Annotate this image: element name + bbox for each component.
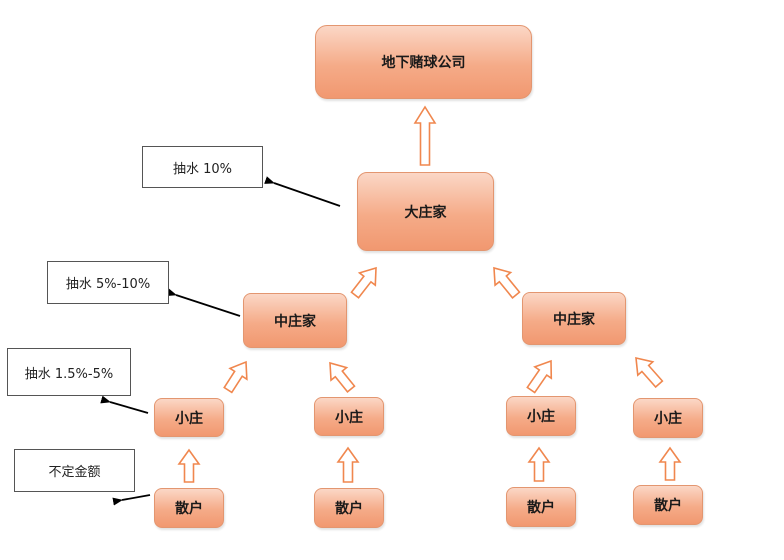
flow-arrow-big-to-company [413, 105, 437, 166]
node-mid-banker-left: 中庄家 [243, 293, 347, 348]
pointer-retail1-to-note [112, 494, 151, 506]
note-small-commission: 抽水 1.5%-5% [7, 348, 131, 396]
flow-arrow-small1-to-midleft [223, 360, 248, 394]
note-mid-commission: 抽水 5%-10% [47, 261, 169, 304]
flow-arrow-retail4-to-small4 [658, 446, 682, 481]
node-small-banker-4: 小庄 [633, 398, 703, 438]
node-retail-2: 散户 [314, 488, 384, 528]
note-retail-amount: 不定金额 [14, 449, 135, 492]
flow-arrow-small4-to-midright [635, 356, 664, 389]
flow-arrow-small2-to-midleft [329, 361, 356, 393]
flow-arrow-retail3-to-small3 [527, 446, 551, 482]
node-retail-3: 散户 [506, 487, 576, 527]
flow-arrow-retail2-to-small2 [336, 446, 360, 483]
node-retail-1: 散户 [154, 488, 224, 528]
pointer-big-to-note [264, 176, 341, 207]
node-mid-banker-right: 中庄家 [522, 292, 626, 345]
flow-arrow-retail1-to-small1 [177, 448, 201, 483]
node-retail-4: 散户 [633, 485, 703, 525]
pointer-midleft-to-note [166, 288, 241, 317]
node-big-banker: 大庄家 [357, 172, 494, 251]
flow-arrow-small3-to-midright [526, 359, 553, 394]
flow-arrow-midright-to-big [493, 266, 521, 299]
pointer-small1-to-note [100, 395, 149, 414]
node-small-banker-2: 小庄 [314, 397, 384, 436]
node-small-banker-1: 小庄 [154, 398, 224, 437]
node-small-banker-3: 小庄 [506, 396, 576, 436]
node-underground-company: 地下赌球公司 [315, 25, 532, 99]
flow-arrow-midleft-to-big [350, 266, 377, 299]
note-big-commission: 抽水 10% [142, 146, 263, 188]
